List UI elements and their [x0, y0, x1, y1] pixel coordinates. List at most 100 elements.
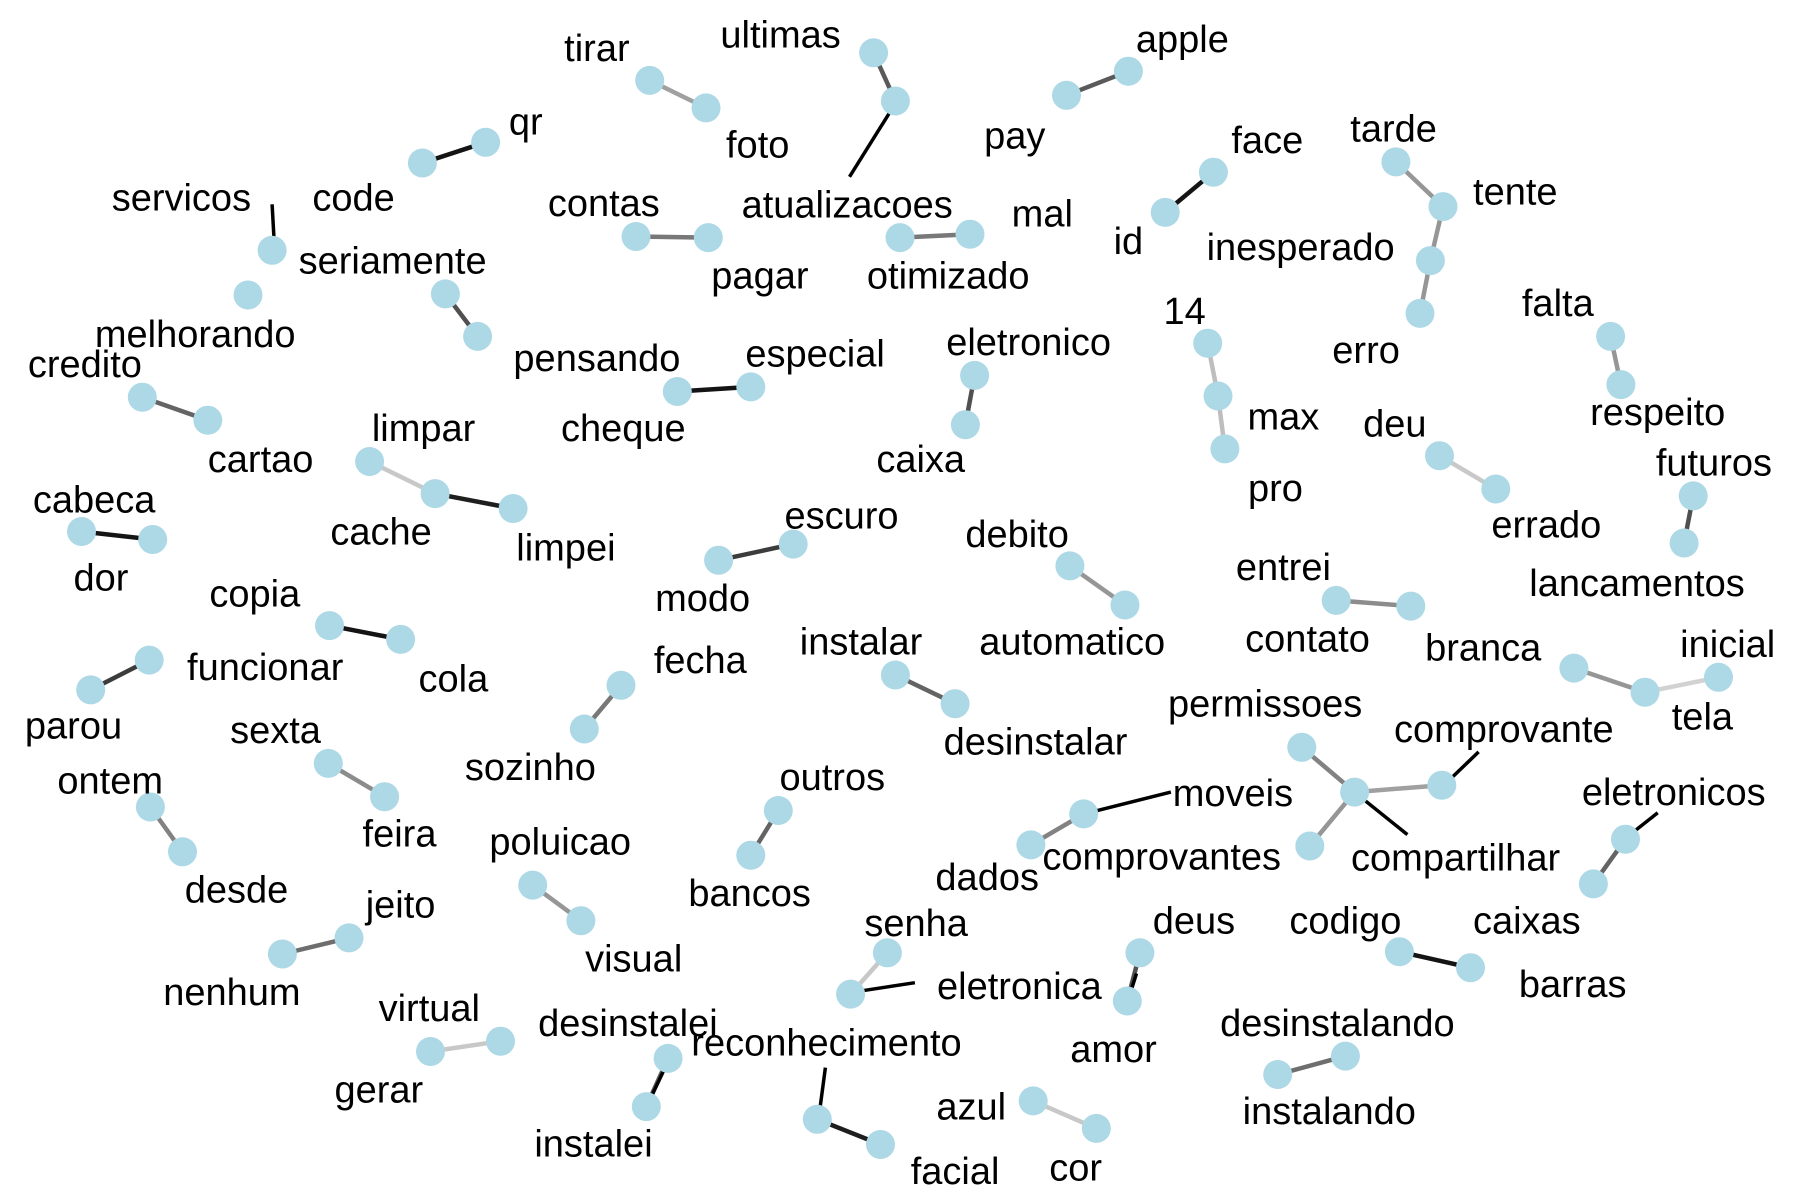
- label-pay: pay: [984, 116, 1045, 158]
- node-branca: [1559, 653, 1589, 683]
- label-leader-desinstalei: [650, 1070, 666, 1096]
- label-limpei: limpei: [516, 528, 615, 570]
- node-eletronica: [836, 979, 866, 1009]
- label-permissoes: permissoes: [1168, 684, 1362, 726]
- label-face: face: [1231, 120, 1303, 162]
- node-tirar: [635, 65, 665, 95]
- label-comprovante: comprovante: [1394, 709, 1614, 751]
- node-modo: [704, 545, 734, 575]
- label-cache: cache: [330, 512, 431, 554]
- label-id: id: [1114, 221, 1144, 263]
- node-instalar: [880, 660, 910, 690]
- node-desinstalar: [940, 689, 970, 719]
- label-fecha: fecha: [654, 640, 748, 682]
- label-pro: pro: [1248, 468, 1303, 510]
- node-especial: [736, 372, 766, 402]
- label-poluicao: poluicao: [489, 822, 631, 864]
- node-inesperado: [1415, 246, 1445, 276]
- label-entrei: entrei: [1236, 547, 1331, 589]
- node-max: [1203, 381, 1233, 411]
- node-cabeca: [67, 517, 96, 546]
- node-ontem: [135, 792, 165, 822]
- node-comprovantes: [1295, 831, 1325, 861]
- label-otimizado: otimizado: [867, 256, 1030, 298]
- node-fecha: [606, 670, 636, 700]
- node-code: [407, 148, 437, 178]
- label-mal: mal: [1012, 194, 1073, 236]
- label-virtual: virtual: [379, 988, 480, 1030]
- node-amor: [1112, 986, 1142, 1016]
- node-permissoes: [1287, 732, 1317, 762]
- node-lancamentos: [1669, 528, 1699, 558]
- label-leader-comprovante: [1447, 750, 1480, 782]
- label-credito: credito: [28, 344, 142, 386]
- label-contas: contas: [548, 183, 660, 225]
- label-outros: outros: [779, 757, 885, 799]
- node-foto: [691, 93, 721, 123]
- label-leader-reconhecimento: [817, 1067, 828, 1112]
- label-codigo: codigo: [1289, 901, 1401, 943]
- label-sexta: sexta: [230, 710, 322, 752]
- label-errado: errado: [1491, 505, 1601, 547]
- label-falta: falta: [1522, 283, 1595, 325]
- node-deus: [1125, 938, 1155, 968]
- node-servicos: [257, 235, 287, 265]
- node-sozinho: [569, 714, 599, 744]
- node-tarde: [1381, 147, 1411, 177]
- label-cor: cor: [1049, 1148, 1102, 1190]
- label-branca: branca: [1425, 627, 1542, 669]
- label-comprovantes: comprovantes: [1042, 836, 1281, 878]
- node-feira: [370, 782, 400, 812]
- label-respeito: respeito: [1590, 392, 1725, 434]
- label-deus: deus: [1153, 901, 1235, 943]
- node-atualizacoes: [880, 86, 910, 116]
- label-ontem: ontem: [57, 761, 163, 803]
- node-limpei: [498, 494, 528, 523]
- label-tarde: tarde: [1350, 109, 1437, 151]
- node-bancos: [736, 840, 766, 870]
- node-entrei: [1321, 585, 1351, 615]
- label-futuros: futuros: [1656, 443, 1772, 485]
- label-leader-compartilhar: [1360, 796, 1409, 836]
- node-dor: [138, 525, 168, 554]
- node-tente: [1428, 192, 1458, 222]
- node-parou: [76, 675, 106, 705]
- label-layer: qrcodetirarfotoultimasatualizacoesapplep…: [25, 14, 1775, 1193]
- node-layer: [67, 38, 1733, 1159]
- node-visual: [566, 906, 596, 936]
- node-azul: [1018, 1086, 1048, 1116]
- node-contas: [621, 222, 651, 251]
- label-cheque: cheque: [561, 408, 686, 450]
- node-otimizado: [885, 223, 915, 253]
- label-contato: contato: [1245, 618, 1370, 660]
- label-funcionar: funcionar: [187, 647, 344, 689]
- node-comprovante: [1427, 770, 1457, 800]
- node-dn: [1016, 830, 1046, 860]
- label-debito: debito: [965, 514, 1069, 556]
- node-outros: [763, 796, 793, 825]
- node-gerar: [416, 1037, 445, 1066]
- label-melhorando: melhorando: [95, 314, 296, 356]
- node-facial: [866, 1130, 895, 1159]
- node-sp1: [463, 321, 493, 351]
- label-caixa: caixa: [876, 439, 966, 481]
- node-moveis: [1340, 777, 1370, 807]
- label-caixas: caixas: [1473, 901, 1581, 943]
- label-leader-moveis: [1087, 790, 1172, 815]
- node-ultimas: [859, 38, 889, 68]
- node-instalei: [631, 1092, 661, 1122]
- node-nenhum: [267, 939, 297, 969]
- label-especial: especial: [745, 334, 884, 376]
- label-inicial: inicial: [1680, 624, 1775, 666]
- node-futuros: [1678, 481, 1708, 511]
- node-pensando: [430, 279, 460, 309]
- node-barras: [1456, 953, 1485, 983]
- label-moveis: moveis: [1173, 773, 1293, 815]
- node-pay: [1052, 80, 1081, 110]
- label-ultimas: ultimas: [720, 14, 840, 56]
- node-automatico: [1110, 590, 1140, 620]
- label-desinstalando: desinstalando: [1220, 1003, 1455, 1045]
- node-reconhecimento: [802, 1104, 832, 1134]
- label-eletronica: eletronica: [937, 966, 1103, 1008]
